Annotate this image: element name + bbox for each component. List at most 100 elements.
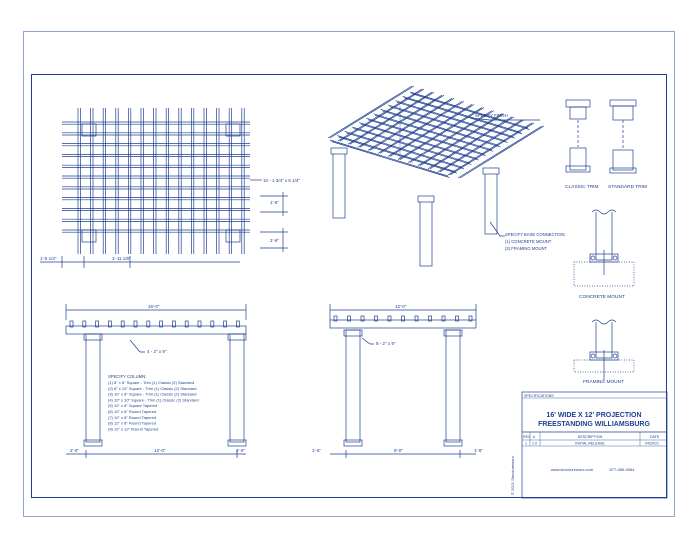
plan-spacing-b: 1'-6" bbox=[270, 238, 279, 243]
plan-span: 1'-11 1/8" bbox=[112, 256, 131, 261]
tb-rev-value: 1 bbox=[525, 442, 527, 446]
column-option: (2) 8" x 10" Square - Trim (1) Classic (… bbox=[108, 386, 196, 391]
tb-rev-label: REV bbox=[523, 435, 531, 439]
iso-slat-a bbox=[344, 130, 463, 168]
tb-desc-value: INITIAL RELEASE bbox=[575, 442, 605, 446]
framing-mount-label: FRAMING MOUNT bbox=[583, 379, 624, 385]
side-slat-end bbox=[360, 315, 365, 322]
iso-slat-a bbox=[351, 126, 470, 164]
iso-rafter-a bbox=[367, 98, 453, 151]
front-slat-end bbox=[210, 320, 215, 328]
iso-rafter-a bbox=[337, 88, 423, 142]
column-option: (5) 12" x 8" Square Tapered bbox=[108, 403, 157, 408]
tb-phone: 877-489-9064 bbox=[610, 467, 636, 472]
iso-slat-a bbox=[358, 122, 478, 159]
plan-post-ne bbox=[225, 123, 241, 137]
iso-rafter-a bbox=[427, 116, 513, 170]
iso-rafter-a bbox=[417, 113, 503, 166]
front-slat-end bbox=[172, 320, 176, 328]
iso-slat-a bbox=[402, 96, 521, 133]
side-slat-end bbox=[441, 315, 446, 322]
iso-post-front-right bbox=[419, 199, 433, 267]
side-left-overhang: 1'-6" bbox=[312, 448, 321, 453]
front-slat-end bbox=[108, 320, 112, 328]
plan-slat-size: 10 - 1 3/4" x 5 1/4" bbox=[263, 178, 300, 183]
front-span: 12'-0" bbox=[154, 448, 166, 453]
iso-rafter-b bbox=[359, 94, 445, 148]
side-right-overhang: 1'-6" bbox=[474, 448, 483, 453]
iso-rafter-a bbox=[377, 101, 463, 154]
front-slat-end bbox=[95, 320, 99, 328]
iso-rafter-a bbox=[437, 119, 523, 173]
iso-base-label: SPECIFY BASE CONNECTION: bbox=[505, 232, 566, 237]
front-slat-end bbox=[184, 320, 189, 328]
iso-rafter-b bbox=[349, 91, 435, 145]
tb-date-label: DATE bbox=[650, 435, 660, 439]
iso-base-opt1: (1) CONCRETE MOUNT bbox=[505, 239, 552, 244]
iso-slat-b bbox=[404, 97, 523, 135]
side-slat-end bbox=[401, 315, 405, 322]
iso-post-front-left bbox=[332, 151, 346, 219]
iso-slat-b bbox=[353, 128, 472, 165]
plan-post-se bbox=[225, 229, 241, 243]
iso-slats bbox=[327, 85, 545, 179]
iso-slat-a bbox=[329, 139, 449, 177]
front-right-overhang: 2'-0" bbox=[236, 448, 245, 453]
iso-specify-finish: SPECIFY FINISH bbox=[475, 113, 508, 118]
iso-rafter-b bbox=[459, 125, 545, 179]
tb-spec-header: SPECIFICATIONS bbox=[524, 394, 554, 398]
iso-rafter-b bbox=[399, 107, 485, 160]
column-option: (7) 10" x 8" Round Tapered bbox=[108, 415, 156, 420]
front-overall: 16'-0" bbox=[148, 304, 160, 309]
side-slat-end bbox=[455, 315, 459, 322]
side-overall: 12'-0" bbox=[395, 304, 407, 309]
tb-date-value: 04/20/21 bbox=[645, 442, 659, 446]
tb-title-line1: 16' WIDE X 12' PROJECTION bbox=[546, 412, 641, 419]
iso-rafter-a bbox=[457, 125, 543, 179]
iso-rafter-a bbox=[397, 107, 483, 160]
side-slat-end bbox=[347, 315, 351, 322]
iso-slat-a bbox=[366, 117, 485, 155]
front-slat-end bbox=[197, 320, 202, 328]
column-option: (9) 12" x 12" Round Tapered bbox=[108, 426, 158, 431]
iso-slat-b bbox=[338, 136, 457, 174]
side-span: 8'-0" bbox=[394, 448, 403, 453]
iso-rafter-a bbox=[347, 91, 433, 145]
plan-spacing-a: 1'-6" bbox=[270, 200, 279, 205]
column-heading: SPECIFY COLUMN: bbox=[108, 374, 146, 379]
iso-slat-a bbox=[409, 91, 529, 129]
iso-rafter-a bbox=[407, 110, 493, 163]
iso-rafter-a bbox=[387, 104, 473, 157]
trim-details bbox=[565, 99, 637, 174]
iso-view bbox=[327, 85, 545, 267]
tb-desc-label: DESCRIPTION bbox=[578, 435, 603, 439]
side-slat-end bbox=[374, 315, 378, 322]
iso-rafter-b bbox=[449, 122, 535, 176]
iso-rafter-b bbox=[339, 88, 425, 142]
iso-slat-b bbox=[345, 132, 465, 170]
front-slat-end bbox=[146, 320, 151, 328]
plan-view bbox=[40, 108, 288, 268]
iso-rafter-b bbox=[429, 116, 515, 170]
side-slat-end bbox=[428, 315, 432, 322]
side-slat-end bbox=[387, 315, 392, 322]
concrete-mount-label: CONCRETE MOUNT bbox=[579, 294, 625, 300]
side-slat-end bbox=[333, 315, 338, 322]
front-slat-ends bbox=[69, 320, 240, 328]
side-slat-ends bbox=[333, 315, 473, 322]
iso-base-opt2: (2) FRAMING MOUNT bbox=[505, 246, 548, 251]
front-slat-end bbox=[69, 320, 74, 328]
sheet-inner-border bbox=[31, 74, 667, 498]
iso-slat-b bbox=[375, 114, 494, 152]
front-left-overhang: 2'-0" bbox=[70, 448, 79, 453]
tb-copyright: © 2021 Structureworx bbox=[510, 456, 515, 495]
iso-slat-a bbox=[373, 113, 492, 151]
plan-post-nw bbox=[81, 123, 97, 137]
front-slat-end bbox=[223, 320, 227, 328]
column-option: (1) 8" x 8" Square - Trim (1) Classic (2… bbox=[108, 380, 194, 385]
tb-title-line2: FREESTANDING WILLIAMSBURG bbox=[538, 421, 650, 428]
standard-trim-label: STANDARD TRIM bbox=[608, 184, 647, 190]
front-elevation bbox=[65, 304, 247, 458]
front-slat-end bbox=[82, 320, 87, 328]
side-beam: 8 - 2" x 9" bbox=[376, 341, 396, 346]
